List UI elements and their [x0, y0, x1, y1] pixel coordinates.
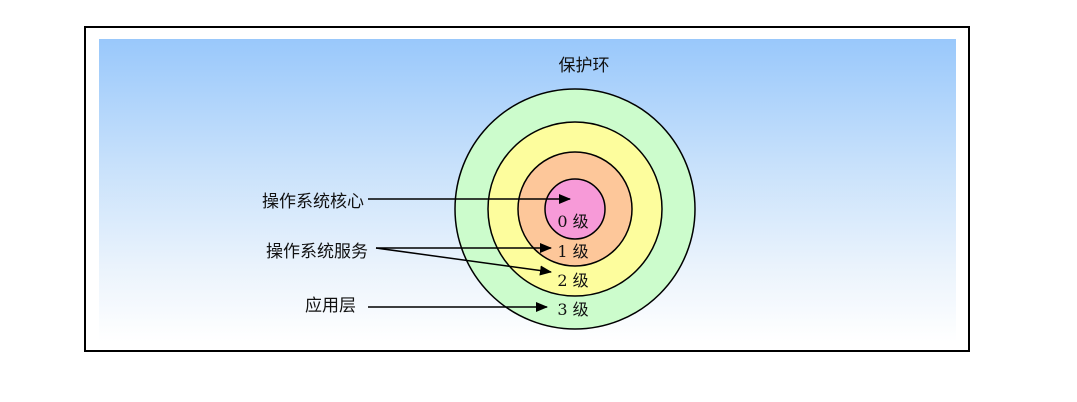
diagram-title: 保护环: [559, 56, 610, 76]
ring-2-label: 2 级: [557, 271, 588, 290]
ring-3-label: 3 级: [557, 300, 588, 319]
ring-0-label: 0 级: [557, 212, 588, 231]
callout-application-layer: 应用层: [305, 296, 356, 316]
callout-os-services: 操作系统服务: [266, 242, 368, 262]
arrow-services-to-ring-2: [375, 247, 552, 276]
ring-1-label: 1 级: [557, 242, 588, 261]
callout-os-kernel: 操作系统核心: [262, 192, 364, 212]
